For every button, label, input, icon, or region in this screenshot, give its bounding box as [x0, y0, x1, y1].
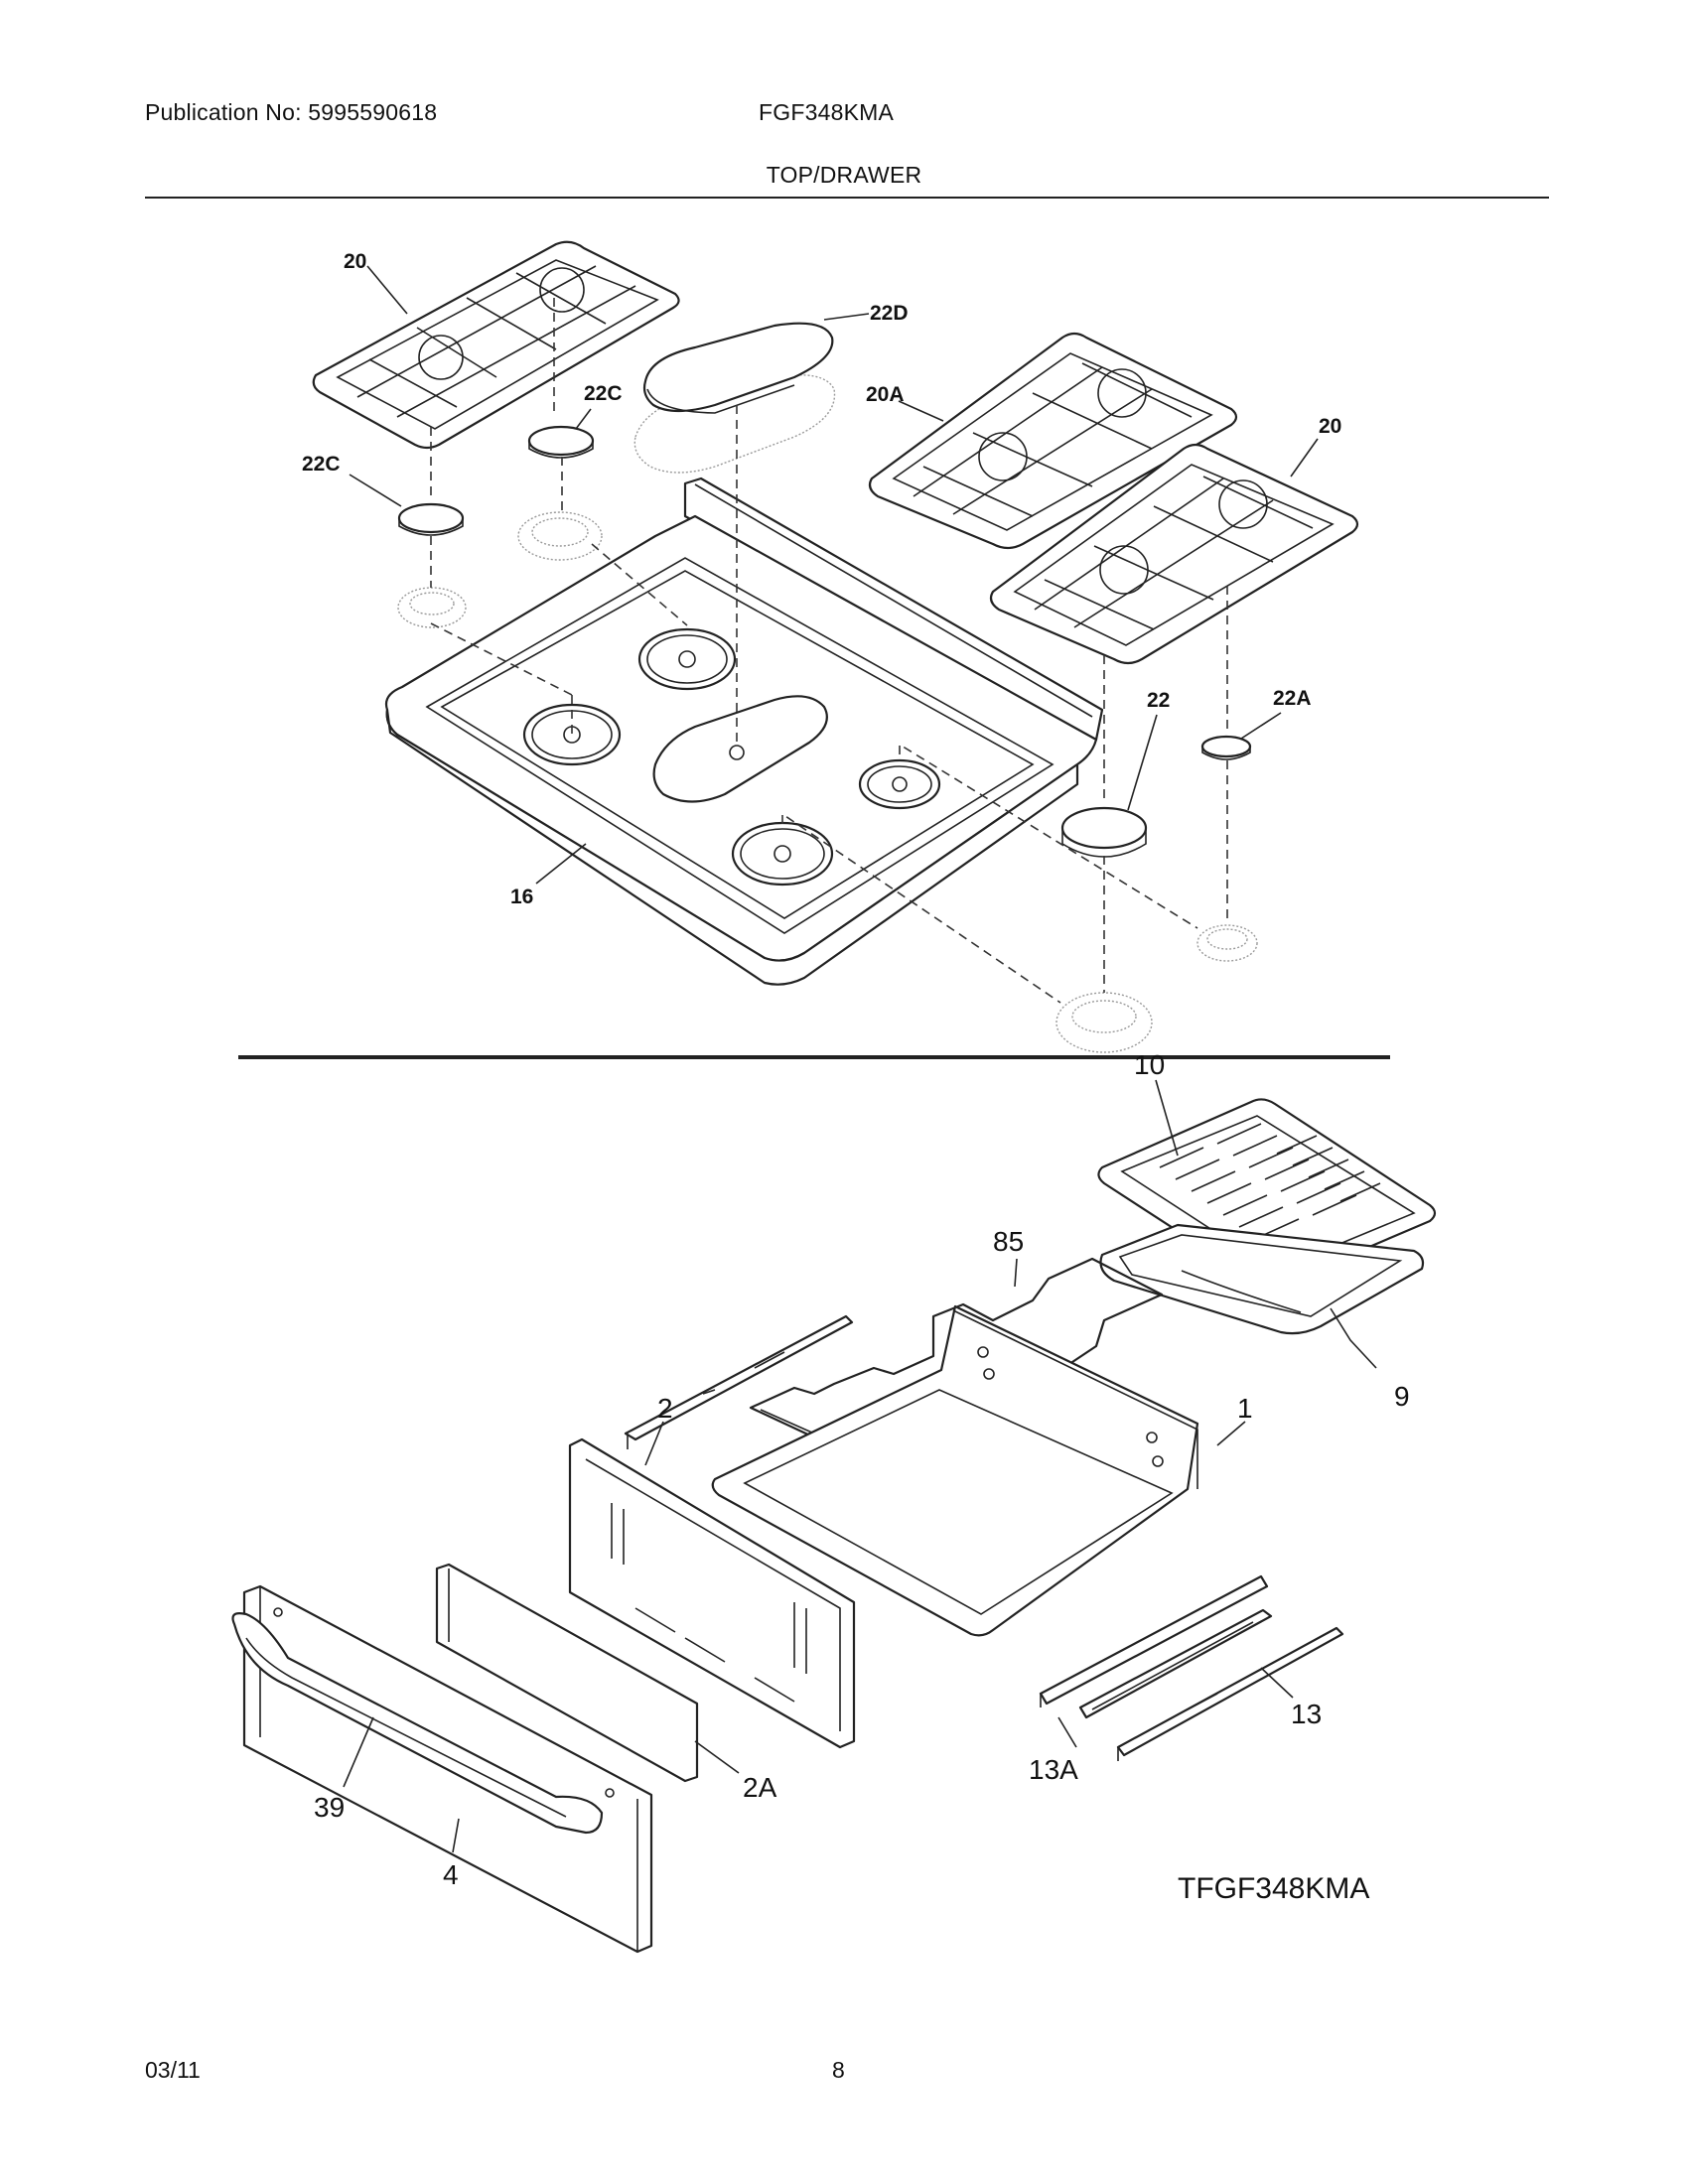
burner-head-large[interactable] — [1055, 992, 1153, 1053]
right-drawer-slide-13a[interactable] — [1039, 1574, 1273, 1719]
drawer-liner[interactable] — [435, 1563, 699, 1783]
drawer-back-panel[interactable] — [568, 1437, 856, 1749]
publication-number: Publication No: 5995590618 — [145, 99, 438, 125]
callout-grate-right: 20 — [1319, 415, 1341, 438]
callout-cap-oval: 22D — [870, 302, 909, 325]
oval-burner-cap[interactable] — [633, 322, 836, 474]
small-burner-cap-mid[interactable] — [527, 425, 595, 459]
callout-slide-right: 13 — [1291, 1699, 1322, 1729]
leader-lines-bottom — [343, 1079, 1377, 1853]
callout-cap-large: 22 — [1147, 689, 1170, 712]
section-divider — [238, 1055, 1390, 1059]
left-burner-grate[interactable] — [312, 240, 680, 450]
drawer-body[interactable] — [711, 1304, 1199, 1637]
callout-cap-small-right: 22A — [1273, 687, 1312, 710]
burner-head-mid[interactable] — [517, 511, 603, 561]
callout-handle: 39 — [314, 1792, 345, 1823]
center-burner-grate[interactable] — [868, 332, 1238, 550]
diagram-code: TFGF348KMA — [1178, 1872, 1369, 1905]
burner-head-right[interactable] — [1196, 924, 1258, 962]
large-burner-cap[interactable] — [1060, 806, 1148, 858]
callout-slide-left: 13A — [1029, 1754, 1078, 1785]
callout-drawer-body: 1 — [1237, 1393, 1253, 1424]
callout-grate-center: 20A — [866, 383, 905, 406]
drawer-handle[interactable] — [231, 1612, 604, 1835]
callout-broiler-pan: 9 — [1394, 1381, 1410, 1412]
left-drawer-slide-long[interactable] — [624, 1314, 854, 1449]
callout-grate-left: 20 — [344, 250, 366, 273]
right-burner-grate[interactable] — [989, 443, 1359, 665]
callout-cap-small-left: 22C — [302, 453, 341, 476]
model-number: FGF348KMA — [759, 99, 895, 125]
small-burner-cap-left[interactable] — [397, 502, 465, 536]
burner-head-left[interactable] — [397, 587, 467, 628]
callout-cooktop: 16 — [510, 886, 533, 908]
callout-drawer-front: 4 — [443, 1859, 459, 1890]
callout-back-panel: 2 — [657, 1393, 673, 1424]
footer-page-number: 8 — [832, 2057, 845, 2083]
footer-date: 03/11 — [145, 2057, 201, 2083]
callout-cap-small-mid: 22C — [584, 382, 623, 405]
alignment-lines-top — [430, 298, 1228, 1004]
broiler-pan-grid[interactable] — [1097, 1098, 1437, 1289]
broiler-pan[interactable] — [1099, 1223, 1425, 1335]
cooktop-main-top[interactable] — [384, 477, 1104, 986]
leader-lines-top — [349, 265, 1319, 885]
section-title: TOP/DRAWER — [766, 162, 922, 188]
header-divider — [145, 197, 1549, 199]
callout-drawer-rack: 85 — [993, 1226, 1024, 1257]
right-drawer-slide-13[interactable] — [1116, 1626, 1344, 1761]
callout-broiler-grid: 10 — [1134, 1049, 1165, 1080]
callout-liner: 2A — [743, 1772, 777, 1803]
small-burner-cap-right[interactable] — [1200, 735, 1252, 760]
